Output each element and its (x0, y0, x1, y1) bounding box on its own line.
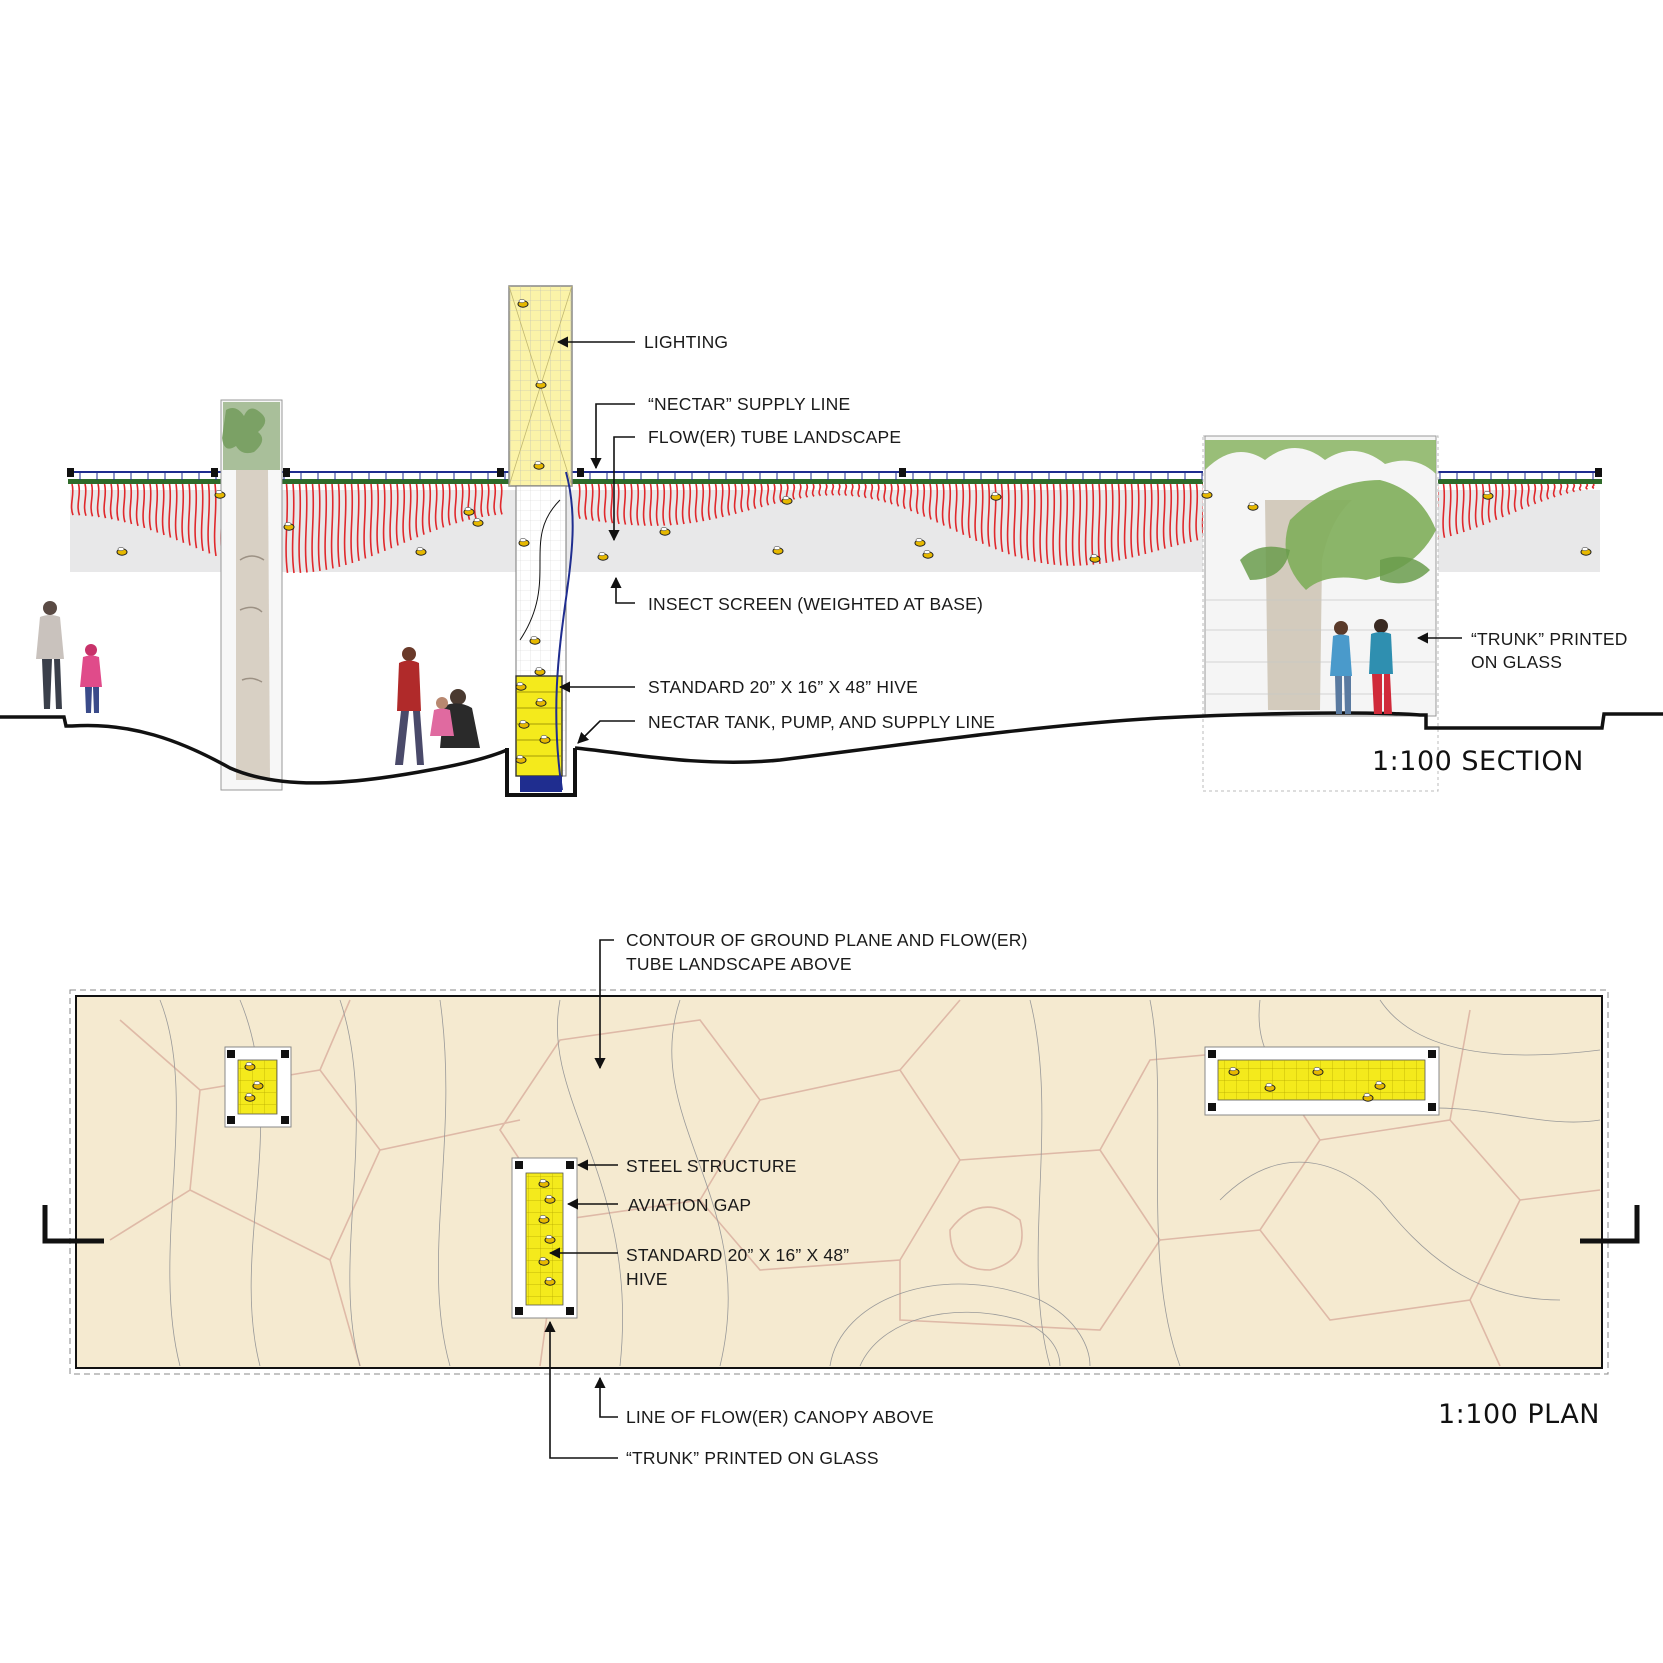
contour-lines (159, 999, 1601, 1367)
tree-pillar-left (220, 399, 283, 791)
label-aviation-gap: AVIATION GAP (628, 1195, 751, 1215)
bees (116, 299, 1592, 764)
section-drawing: LIGHTING “NECTAR” SUPPLY LINE FLOW(ER) T… (0, 285, 1663, 797)
plan-drawing: CONTOUR OF GROUND PLANE AND FLOW(ER) TUB… (42, 930, 1640, 1468)
label-plan-trunk: “TRUNK” PRINTED ON GLASS (626, 1448, 879, 1468)
central-hive-column (505, 285, 577, 797)
label-insect-screen: INSECT SCREEN (WEIGHTED AT BASE) (648, 594, 983, 614)
label-plan-hive-line1: STANDARD 20” X 16” X 48” (626, 1245, 849, 1265)
label-nectar-tank: NECTAR TANK, PUMP, AND SUPPLY LINE (648, 712, 995, 732)
label-steel-structure: STEEL STRUCTURE (626, 1156, 797, 1176)
hive-long-right (1204, 1046, 1440, 1116)
plan-bees (244, 1062, 1386, 1286)
section-cut-markers (42, 1205, 1640, 1244)
label-plan-hive-line2: HIVE (626, 1269, 668, 1289)
label-nectar-supply: “NECTAR” SUPPLY LINE (648, 394, 850, 414)
section-title: 1:100 SECTION (1372, 746, 1584, 777)
label-hive: STANDARD 20” X 16” X 48” HIVE (648, 677, 918, 697)
label-contour-line2: TUBE LANDSCAPE ABOVE (626, 954, 852, 974)
label-trunk-line2: ON GLASS (1471, 652, 1562, 672)
hive-center (511, 1157, 578, 1319)
label-canopy: LINE OF FLOW(ER) CANOPY ABOVE (626, 1407, 934, 1427)
label-flower-tube: FLOW(ER) TUBE LANDSCAPE (648, 427, 901, 447)
people-figures (36, 601, 1393, 765)
tree-pillar-right (1202, 435, 1439, 792)
label-trunk-line1: “TRUNK” PRINTED (1471, 629, 1628, 649)
label-lighting: LIGHTING (644, 332, 728, 352)
hive-small-left (224, 1046, 292, 1128)
plan-leaders (544, 939, 618, 1459)
plan-title: 1:100 PLAN (1438, 1399, 1600, 1430)
label-contour-line1: CONTOUR OF GROUND PLANE AND FLOW(ER) (626, 930, 1028, 950)
canopy-structure (67, 468, 1602, 484)
section-leaders (556, 336, 1462, 744)
